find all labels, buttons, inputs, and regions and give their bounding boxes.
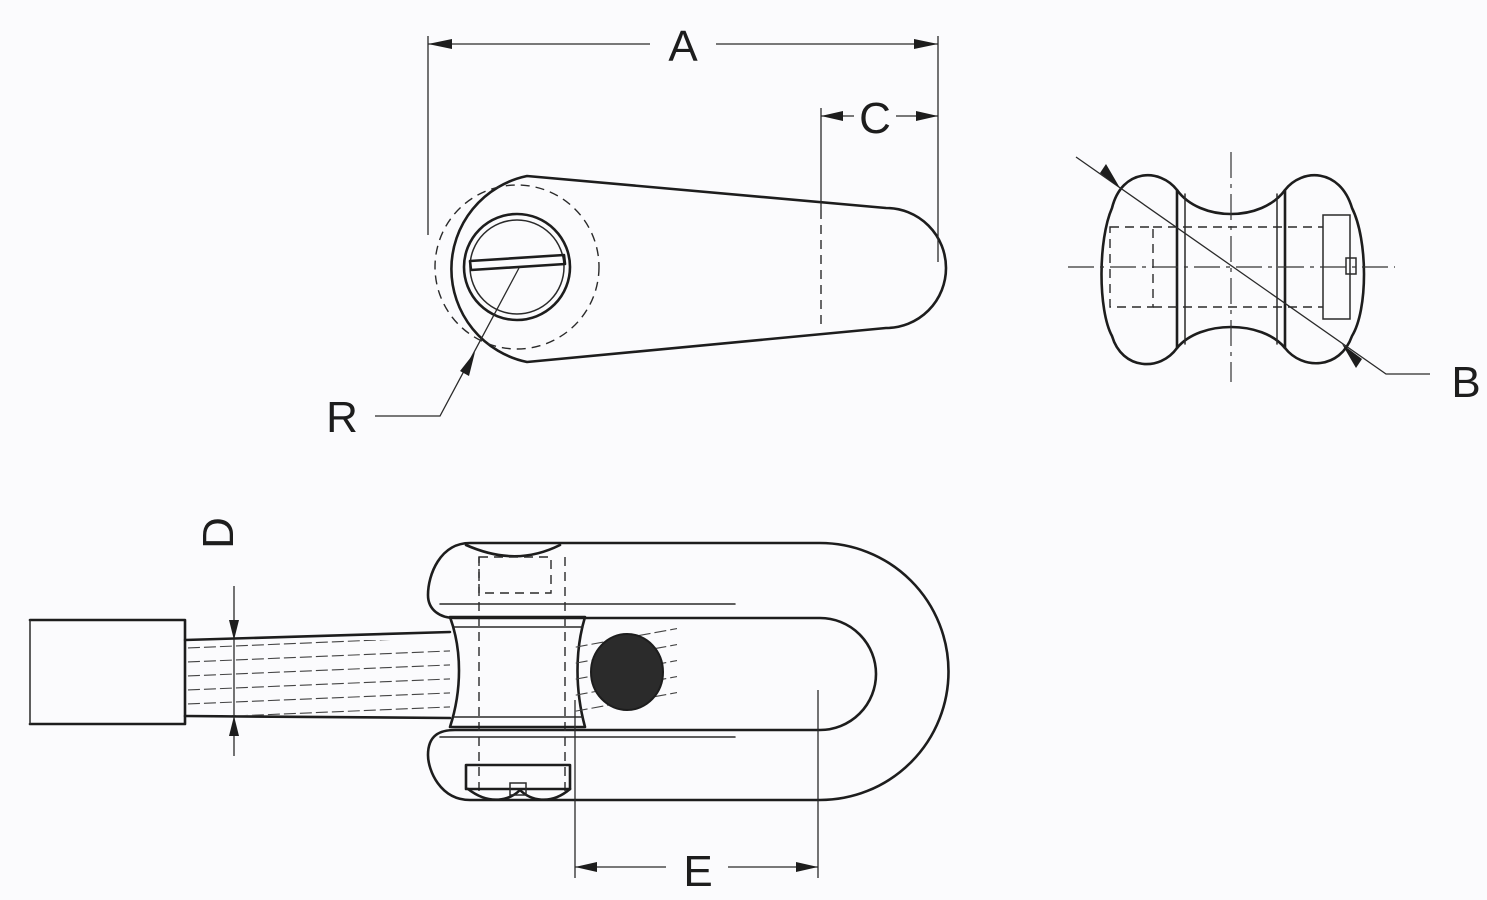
- pin-hidden-shaft: [478, 557, 566, 795]
- cable-strand-bottom: [183, 714, 452, 720]
- dimension-label-d: D: [194, 517, 243, 549]
- dimension-e: E: [574, 690, 819, 896]
- spool-front: [448, 615, 587, 729]
- dimension-label-e: E: [683, 847, 712, 896]
- clevis-outline: [426, 541, 950, 802]
- spool-pin-side-view: [1068, 152, 1395, 382]
- dimension-a: A: [427, 22, 939, 262]
- spool-rings: [1175, 188, 1287, 350]
- eye-link-top-view: [434, 174, 948, 364]
- slotted-screw-head: [462, 212, 572, 322]
- screw-slot: [468, 253, 567, 272]
- dimension-c: C: [820, 94, 938, 210]
- cable-solid-section: [590, 633, 664, 711]
- cable-assembly: [28, 618, 452, 726]
- dimension-d: D: [194, 517, 243, 756]
- cable-strand-hatching: [185, 640, 450, 716]
- spool-outline: [1100, 174, 1366, 366]
- dimension-label-a: A: [668, 22, 698, 71]
- cable-sheath: [28, 618, 187, 726]
- cable-strand-top: [183, 630, 452, 642]
- dimension-b: B: [1075, 156, 1481, 407]
- clevis-front-view: [426, 541, 950, 802]
- eye-hidden-bore: [434, 184, 600, 350]
- dimension-label-c: C: [859, 94, 891, 143]
- radius-r-leader: R: [326, 267, 520, 442]
- eye-link-outline: [450, 174, 948, 364]
- dimension-label-r: R: [326, 393, 358, 442]
- pin-upper-end: [464, 543, 562, 594]
- pin-screw-head: [464, 763, 572, 801]
- dimension-label-b: B: [1451, 358, 1480, 407]
